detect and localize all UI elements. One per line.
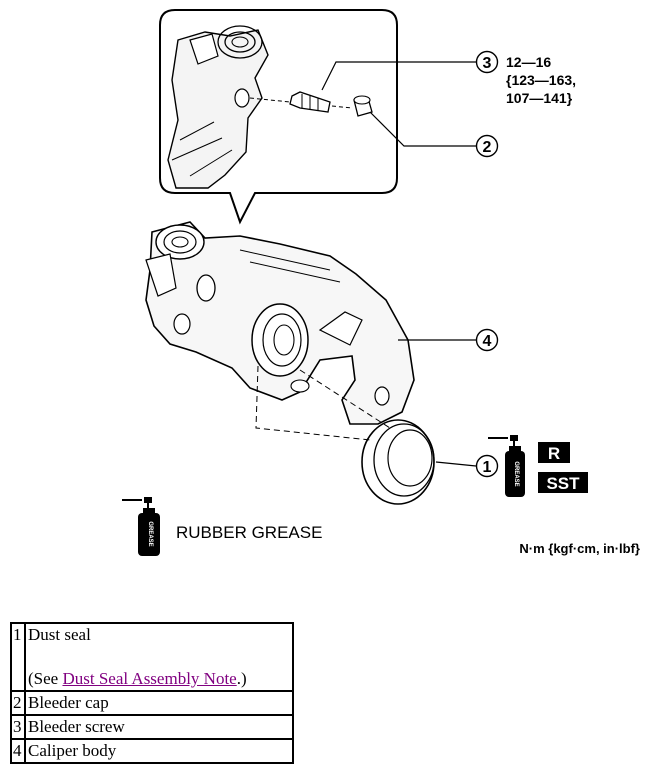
svg-text:R: R — [548, 444, 560, 463]
table-row: 2 Bleeder cap — [10, 690, 294, 716]
svg-text:SST: SST — [546, 474, 580, 493]
svg-text:GREASE: GREASE — [147, 521, 153, 546]
badge-sst: SST — [538, 472, 588, 493]
parts-table: 1 Dust seal (See Dust Seal Assembly Note… — [10, 622, 294, 764]
callout-4: 4 — [475, 328, 499, 352]
torque-line-3: 107—141} — [506, 90, 573, 106]
part-description: Bleeder screw — [24, 714, 294, 740]
svg-text:GREASE: GREASE — [513, 461, 519, 486]
dust-seal-drawing — [361, 419, 435, 505]
svg-text:3: 3 — [483, 55, 492, 72]
badge-r: R — [538, 442, 570, 463]
table-row: 3 Bleeder screw — [10, 714, 294, 740]
part-number: 3 — [10, 714, 26, 740]
part-number: 1 — [10, 622, 26, 692]
rubber-grease-legend-icon: GREASE — [122, 497, 160, 556]
torque-spec: 12—16 {123—163, 107—141} — [506, 54, 576, 106]
callout-3: 3 — [475, 50, 499, 74]
dust-seal-assembly-note-link[interactable]: Dust Seal Assembly Note — [62, 669, 237, 688]
detail-inset — [159, 9, 398, 225]
svg-text:1: 1 — [483, 459, 492, 476]
part-number: 4 — [10, 738, 26, 764]
torque-line-2: {123—163, — [506, 72, 576, 88]
table-row: 4 Caliper body — [10, 738, 294, 764]
callout-1: 1 — [475, 454, 499, 478]
part-description: Caliper body — [24, 738, 294, 764]
caliper-exploded-diagram: 3 2 4 1 12—16 {123—163, 107—141} GREASE … — [122, 9, 640, 556]
part-description: Bleeder cap — [24, 690, 294, 716]
units-label: N·m {kgf·cm, in·lbf} — [519, 541, 640, 556]
part-number: 2 — [10, 690, 26, 716]
grease-can-icon: GREASE — [488, 435, 525, 497]
part-name: Dust seal — [28, 625, 91, 644]
svg-text:2: 2 — [483, 139, 492, 156]
table-row: 1 Dust seal (See Dust Seal Assembly Note… — [10, 622, 294, 692]
rubber-grease-label: RUBBER GREASE — [176, 523, 322, 542]
part-description: Dust seal (See Dust Seal Assembly Note.) — [24, 622, 294, 692]
svg-text:4: 4 — [483, 333, 492, 350]
torque-line-1: 12—16 — [506, 54, 551, 70]
caliper-body-drawing — [145, 221, 415, 425]
part-note: (See Dust Seal Assembly Note.) — [28, 669, 247, 688]
callout-2: 2 — [475, 134, 499, 158]
